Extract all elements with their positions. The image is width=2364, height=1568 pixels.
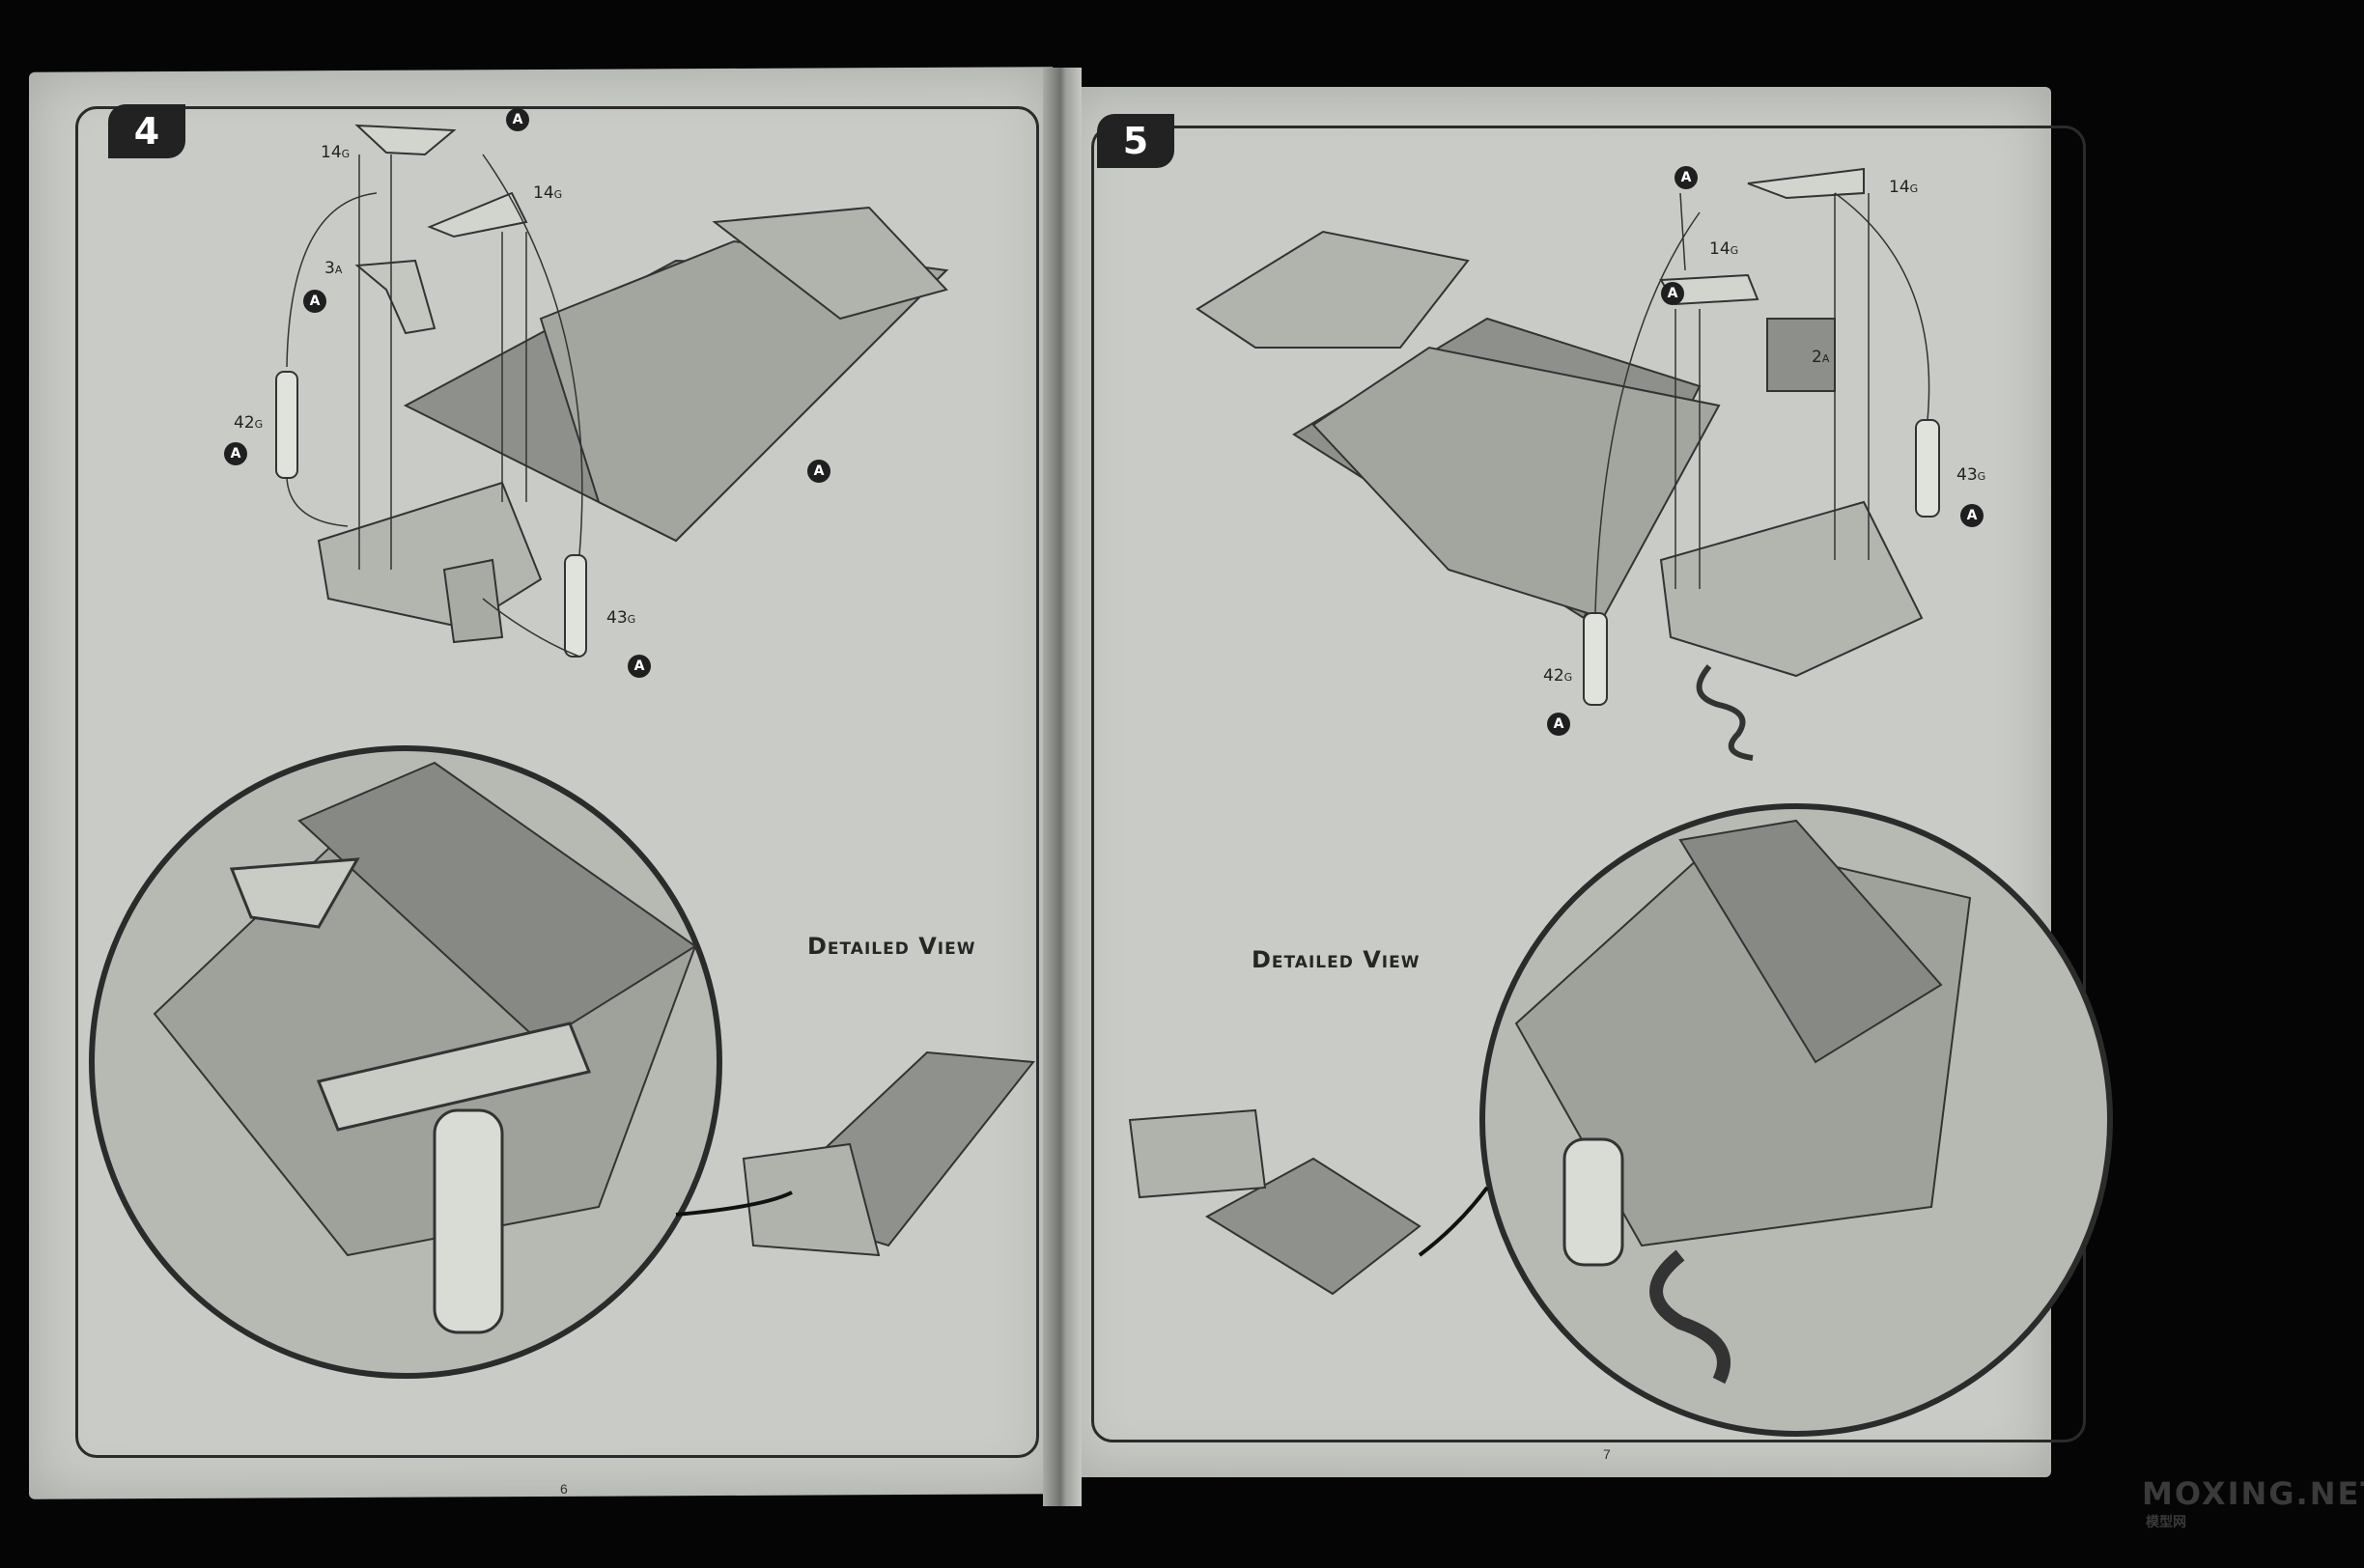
- label-42g-r: 42G: [1543, 666, 1573, 686]
- label-43g: 43G: [606, 608, 636, 628]
- label-42g: 42G: [234, 413, 264, 433]
- callout-a-8: A: [1960, 504, 1984, 527]
- step-number-4: 4: [108, 104, 185, 158]
- left-rear-frame: [712, 206, 948, 321]
- right-shock-42g: [1583, 612, 1608, 706]
- right-small-chassis: [1205, 1157, 1421, 1296]
- label-2a: 2A: [1812, 348, 1830, 367]
- left-detail-shock: [433, 1108, 504, 1334]
- callout-a-9: A: [1547, 713, 1570, 736]
- right-front-block: [1659, 500, 1924, 678]
- left-small-front: [742, 1142, 881, 1257]
- callout-a-6: A: [1674, 166, 1698, 189]
- book-gutter: [1043, 68, 1082, 1506]
- right-guide-lines: [1594, 192, 1930, 614]
- callout-a-1: A: [506, 108, 529, 131]
- callout-a-3: A: [224, 442, 247, 465]
- left-detail-title: Detailed View: [807, 933, 976, 960]
- right-step-frame: [1091, 126, 2086, 1442]
- right-bracket-2a: [1766, 318, 1836, 392]
- left-upper-arm-1: [354, 124, 457, 156]
- right-tow-hook: [1696, 664, 1754, 761]
- left-detail-arm: [229, 857, 360, 929]
- left-connector-line: [675, 1190, 793, 1217]
- callout-a-4: A: [807, 460, 830, 483]
- left-page-number: 6: [560, 1481, 568, 1497]
- label-3a: 3A: [324, 259, 343, 278]
- right-detail-shock: [1562, 1137, 1624, 1267]
- callout-a-7: A: [1661, 282, 1684, 305]
- right-rear-frame: [1196, 230, 1470, 349]
- label-43g-r: 43G: [1956, 465, 1986, 485]
- right-page-number: 7: [1603, 1446, 1611, 1462]
- left-upper-arm-2: [427, 191, 528, 238]
- label-14g-c: 14G: [1889, 178, 1919, 197]
- left-guide-lines: [286, 154, 583, 658]
- label-14g-a: 14G: [321, 143, 351, 162]
- right-upper-arm-1: [1747, 167, 1865, 200]
- right-small-front: [1128, 1108, 1267, 1199]
- left-front-knuckle: [442, 558, 504, 644]
- right-detail-panel: [1678, 819, 1943, 1064]
- step-number-5: 5: [1097, 114, 1174, 168]
- left-shock-43g: [564, 554, 587, 658]
- watermark-subtitle: 模型网: [2146, 1515, 2186, 1530]
- label-14g-b: 14G: [533, 183, 563, 203]
- left-detail-panel: [297, 761, 697, 1045]
- right-connector-line: [1418, 1186, 1489, 1257]
- left-step-frame: [75, 106, 1039, 1458]
- watermark: MOXING.NET 模型网: [2142, 1475, 2364, 1531]
- right-detail-hook: [1649, 1249, 1731, 1385]
- right-shock-43g: [1915, 419, 1940, 518]
- watermark-site: MOXING.NET: [2142, 1475, 2364, 1512]
- label-14g-d: 14G: [1709, 239, 1739, 259]
- left-detail-lower-arm: [316, 1022, 592, 1132]
- left-link-3a: [354, 259, 436, 335]
- right-detail-title: Detailed View: [1252, 946, 1421, 973]
- callout-a-5: A: [628, 655, 651, 678]
- callout-a-2: A: [303, 290, 326, 313]
